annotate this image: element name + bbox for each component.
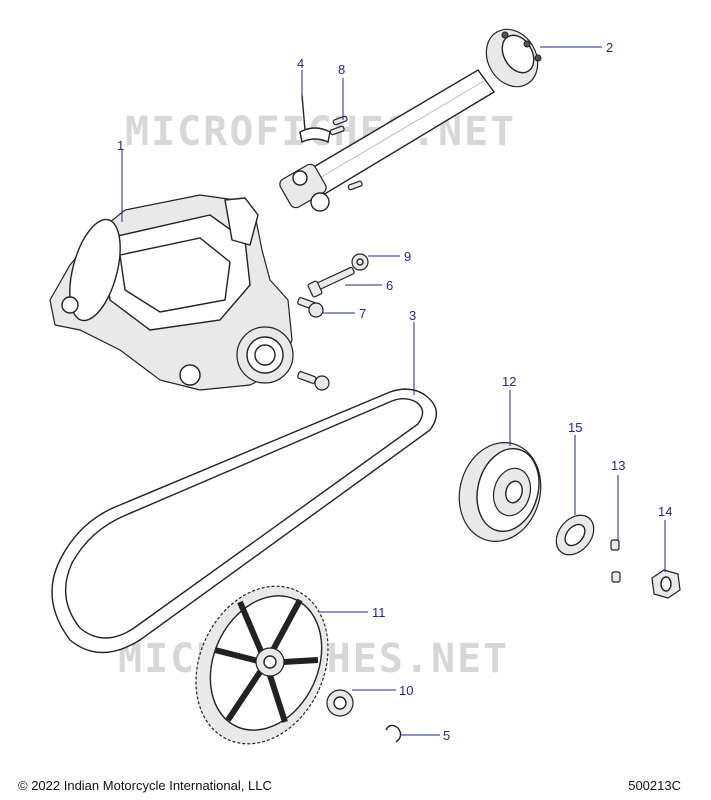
callout-9: 9 [404, 249, 411, 264]
flange-bolt-lower [297, 371, 330, 391]
diagram-code: 500213C [628, 778, 681, 793]
callout-13: 13 [611, 458, 625, 473]
gearcase-housing [49, 194, 294, 391]
hub-nut [326, 689, 354, 717]
callout-11: 11 [372, 605, 386, 620]
callout-7: 7 [359, 306, 366, 321]
callout-15: 15 [568, 420, 582, 435]
callout-14: 14 [658, 504, 672, 519]
lock-plate-screws [610, 539, 621, 583]
rear-pulley [195, 585, 329, 745]
pulley-nut [651, 569, 681, 599]
callout-4: 4 [297, 56, 304, 71]
bracket-bolts [329, 115, 363, 191]
drive-shaft [279, 28, 542, 212]
callout-5: 5 [443, 728, 450, 743]
front-pulley [458, 442, 542, 542]
mounting-bolt [307, 266, 355, 298]
copyright-text: © 2022 Indian Motorcycle International, … [18, 778, 272, 793]
flange-nut [351, 253, 369, 271]
callout-3: 3 [409, 308, 416, 323]
callout-2: 2 [606, 40, 613, 55]
clamp-bracket [299, 94, 331, 144]
callout-10: 10 [399, 683, 413, 698]
flange-bolt-upper [297, 297, 324, 318]
callout-6: 6 [386, 278, 393, 293]
lock-plate [555, 514, 595, 556]
retaining-clip [385, 724, 402, 743]
callout-8: 8 [338, 62, 345, 77]
callout-1: 1 [117, 138, 124, 153]
drive-belt [51, 388, 438, 654]
callout-12: 12 [502, 374, 516, 389]
